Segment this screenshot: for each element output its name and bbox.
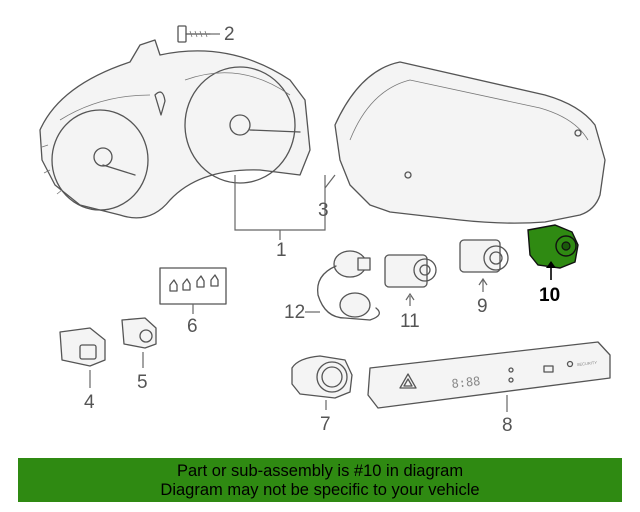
part-3-cluster-lens[interactable] — [334, 61, 606, 224]
parts-diagram: 8:88 SECURITY 2 3 1 6 12 11 9 10 5 4 7 8 — [39, 24, 611, 436]
part-10-switch-highlighted[interactable] — [527, 224, 579, 280]
callout-8: 8 — [502, 415, 513, 436]
part-8-switch-panel[interactable]: 8:88 SECURITY — [367, 341, 611, 412]
callout-7: 7 — [320, 414, 331, 435]
part-9-switch[interactable] — [459, 239, 509, 292]
leader-3 — [324, 174, 336, 189]
callout-6: 6 — [187, 316, 198, 337]
callout-9: 9 — [477, 296, 488, 317]
part-12-harness[interactable] — [305, 250, 381, 321]
banner-line-2: Diagram may not be specific to your vehi… — [160, 481, 480, 499]
callout-2: 2 — [224, 24, 235, 45]
part-5-switch[interactable] — [121, 317, 157, 368]
banner-line-1: Part or sub-assembly is #10 in diagram — [176, 462, 464, 480]
callout-12: 12 — [284, 302, 305, 323]
part-6-bulb-set[interactable] — [159, 267, 227, 314]
part-7-start-switch[interactable] — [291, 355, 353, 410]
panel-clock-text: 8:88 — [451, 374, 481, 391]
callout-1: 1 — [276, 240, 287, 261]
callout-10: 10 — [539, 285, 560, 306]
part-4-switch[interactable] — [59, 327, 106, 388]
part-2-screw[interactable] — [177, 25, 220, 43]
callout-11: 11 — [400, 311, 420, 332]
callout-4: 4 — [84, 392, 95, 413]
leader-1 — [234, 175, 326, 231]
part-11-switch[interactable] — [384, 254, 437, 306]
callout-5: 5 — [137, 372, 148, 393]
part-1-instrument-cluster[interactable] — [39, 39, 311, 219]
callout-3: 3 — [318, 200, 329, 221]
info-banner: Part or sub-assembly is #10 in diagram D… — [18, 458, 622, 502]
panel-security-text: SECURITY — [577, 360, 598, 367]
